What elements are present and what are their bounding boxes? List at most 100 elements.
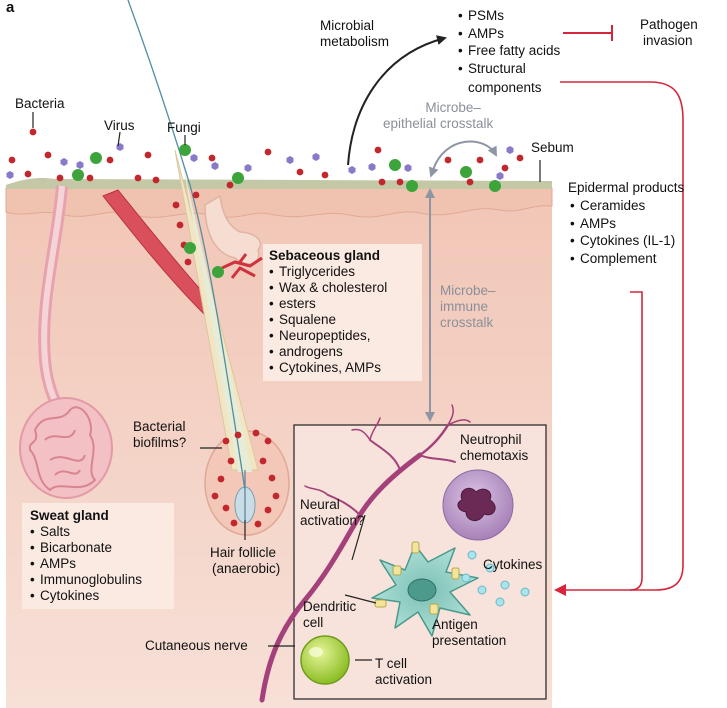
bacterium [176, 221, 184, 229]
biofilm-bacterium [234, 431, 242, 439]
bacterium [152, 176, 160, 184]
virus-label: Virus [104, 118, 135, 133]
sebaceous-item: Wax & cholesterol [269, 280, 416, 296]
metabolite-item: PSMs [458, 7, 560, 25]
epidermal-item: Cytokines (IL-1) [570, 232, 675, 250]
virus-particle [6, 171, 14, 179]
virus-particle [312, 153, 320, 161]
bacterium [466, 178, 474, 186]
sebaceous-gland-box: Sebaceous gland Triglycerides Wax & chol… [263, 244, 422, 381]
fungus [212, 266, 224, 278]
virus-particle [60, 158, 68, 166]
epidermis [5, 187, 553, 218]
bacterium [264, 148, 272, 156]
bacteria-label: Bacteria [15, 96, 65, 111]
cytokine-particles [461, 550, 530, 607]
bacterium [374, 146, 382, 154]
virus-particle [404, 164, 412, 172]
epidermal-arrow [629, 291, 643, 591]
sebaceous-item: Cytokines, AMPs [269, 360, 416, 376]
fungi-label: Fungi [167, 120, 201, 135]
panel-letter: a [6, 0, 15, 16]
cutaneous-nerve [259, 404, 471, 703]
metabolite-item: Structural [458, 60, 560, 78]
bacterium [184, 258, 192, 266]
bacterium [476, 156, 484, 164]
bacterium [172, 201, 180, 209]
bacterium [29, 128, 37, 136]
metabolite-list: PSMs AMPs Free fatty acids Structural [458, 7, 560, 77]
virus-particle [244, 164, 252, 172]
bacterium [208, 154, 216, 162]
sebaceous-item: Triglycerides [269, 264, 416, 280]
biofilm-bacterium [222, 437, 230, 445]
bacterium [134, 174, 142, 182]
dendritic-cell [371, 541, 479, 637]
sweat-gland-box: Sweat gland Salts Bicarbonate AMPs Immun… [22, 503, 174, 609]
bacterium [56, 174, 64, 182]
bacterium [192, 191, 200, 199]
t-cell [300, 635, 350, 685]
biofilm-bacterium [254, 520, 262, 528]
sebaceous-gland-title: Sebaceous gland [269, 248, 381, 263]
sweat-item: Immunoglobulins [30, 572, 168, 588]
hair-shaft [127, 0, 246, 491]
fungus [179, 144, 191, 156]
pathogen-inhibition [563, 25, 613, 41]
sebum-label: Sebum [531, 140, 574, 155]
fungus [90, 152, 102, 164]
bacterium [226, 181, 234, 189]
fungus [184, 242, 196, 254]
metabolism-arrow [347, 35, 447, 166]
neutrophil [442, 469, 514, 541]
biofilm-bacterium [227, 457, 235, 465]
fungus [389, 159, 401, 171]
sweat-gland [19, 185, 113, 499]
sweat-item: Salts [30, 524, 168, 540]
sebaceous-item: Squalene [269, 312, 416, 328]
bacterium [444, 156, 452, 164]
biofilm-bacterium [230, 519, 238, 527]
fungus [72, 169, 84, 181]
epidermal-products-list: Ceramides AMPs Cytokines (IL-1) Compleme… [570, 197, 675, 267]
biofilm-bacterium [268, 474, 276, 482]
fungus [460, 166, 472, 178]
sweat-item: Bicarbonate [30, 540, 168, 556]
epithelial-crosstalk-label: Microbe–epithelial crosstalk [383, 100, 494, 131]
virus-particle [368, 163, 376, 171]
virus-particle [496, 172, 504, 180]
biofilm-bacterium [264, 506, 272, 514]
epidermal-products-title: Epidermal products [568, 180, 685, 195]
epithelial-crosstalk-arrow [428, 140, 497, 178]
fungus [406, 180, 418, 192]
bacterium [378, 178, 386, 186]
bacterium [321, 171, 329, 179]
virus-particle [348, 166, 356, 174]
sebaceous-gland [204, 194, 261, 265]
cytokines-label: Cytokines [483, 557, 543, 572]
virus-particle [286, 156, 294, 164]
biofilm-bacterium [259, 457, 267, 465]
leader-lines [32, 112, 541, 661]
epidermal-item: AMPs [570, 215, 675, 233]
biofilm-bacterium [272, 492, 280, 500]
hair-follicle-label: Hair follicle(anaerobic) [210, 545, 281, 576]
bacterium [44, 151, 52, 159]
surface-microbes [6, 128, 524, 278]
bacterium [501, 164, 509, 172]
feedback-arrow [554, 81, 684, 596]
bacterium [516, 154, 524, 162]
fungus [489, 180, 501, 192]
virus-particle [76, 161, 84, 169]
biofilm-bacterium [211, 492, 219, 500]
sebaceous-item-cont: esters [269, 296, 416, 312]
sweat-item: Cytokines [30, 588, 168, 604]
